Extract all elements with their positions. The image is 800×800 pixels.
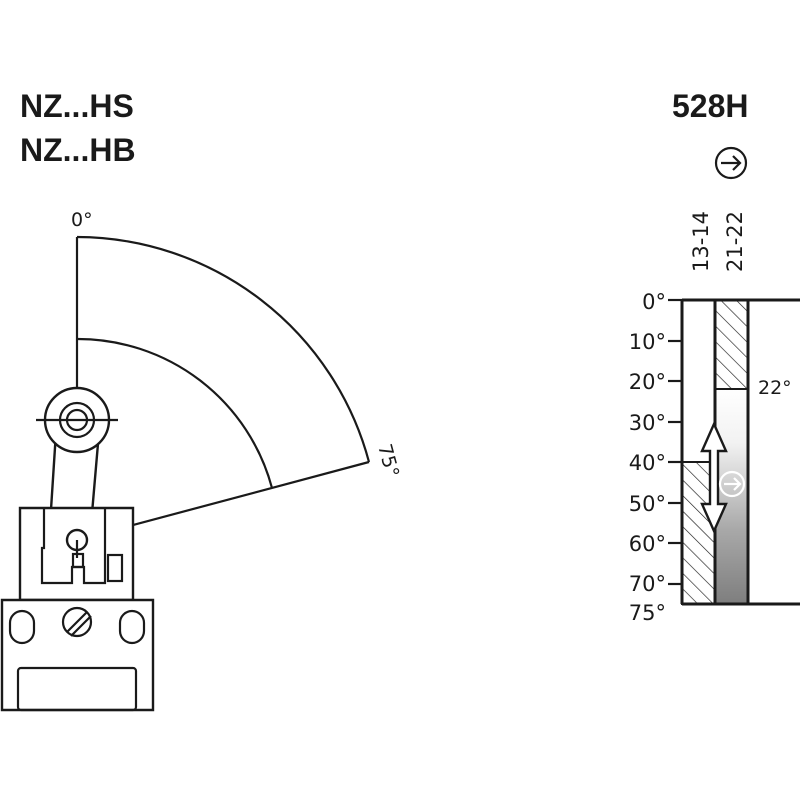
scale-label-40: 40° [629, 451, 666, 475]
switch-point-label: 22° [758, 377, 792, 399]
degree-scale: 0° 10° 20° 30° 40° 50° 60° 70° 75° [629, 290, 682, 625]
positive-opening-icon [718, 470, 746, 498]
scale-label-75: 75° [629, 601, 666, 625]
cover-screw [61, 606, 93, 638]
scale-label-0: 0° [642, 290, 666, 314]
scale-label-70: 70° [629, 572, 666, 596]
cable-entry [16, 666, 138, 712]
lever-arc-sector [75, 235, 371, 542]
scale-label-50: 50° [629, 492, 666, 516]
switch-body [0, 598, 155, 712]
contact-21-22-closed-zone [714, 299, 749, 390]
lever-drawing: 0° 75° [0, 209, 403, 712]
actuator-code-title: 528H [672, 88, 749, 124]
scale-label-20: 20° [629, 370, 666, 394]
angle-label-0: 0° [71, 209, 93, 231]
contact-label-13-14: 13-14 [689, 211, 713, 272]
contact-travel-diagram: 13-14 21-22 0° 10° 20° 30° 40° 50° 60° 7… [629, 211, 800, 625]
model-title-hb: NZ...HB [20, 132, 136, 168]
direction-arrow-icon [714, 146, 748, 180]
mounting-hole-right [118, 609, 146, 645]
angle-label-75: 75° [373, 442, 403, 480]
contact-label-21-22: 21-22 [723, 211, 747, 272]
model-title-hs: NZ...HS [20, 88, 134, 124]
travel-range-arrow-icon [700, 421, 728, 534]
mounting-hole-left [8, 609, 36, 645]
scale-label-10: 10° [629, 330, 666, 354]
scale-label-30: 30° [629, 411, 666, 435]
scale-label-60: 60° [629, 532, 666, 556]
